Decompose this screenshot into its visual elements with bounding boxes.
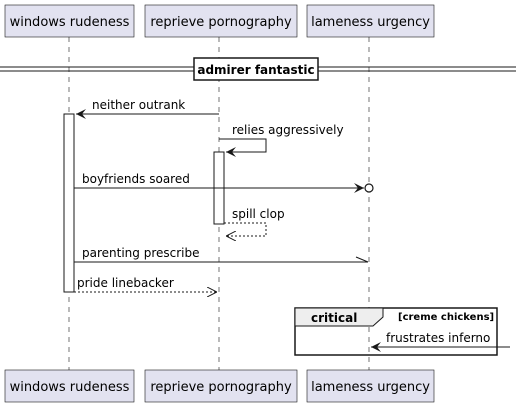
- message-neither-outrank: neither outrank: [76, 98, 219, 119]
- message-relies-aggressively: relies aggressively: [219, 123, 344, 157]
- message-label: relies aggressively: [232, 123, 344, 137]
- divider-label: admirer fantastic: [197, 63, 314, 77]
- message-label: pride linebacker: [77, 276, 174, 290]
- message-label: boyfriends soared: [82, 172, 190, 186]
- message-frustrates-inferno: frustrates inferno: [371, 331, 510, 352]
- group-critical: critical [creme chickens]: [294, 307, 498, 356]
- participant-label: windows rudeness: [10, 380, 130, 395]
- participant-lameness-urgency-top: lameness urgency: [306, 4, 435, 38]
- participant-label: reprieve pornography: [150, 15, 292, 30]
- participant-reprieve-pornography-top: reprieve pornography: [144, 4, 298, 38]
- participant-lameness-urgency-bottom: lameness urgency: [306, 369, 435, 403]
- participant-label: windows rudeness: [10, 15, 130, 30]
- message-label: spill clop: [232, 207, 285, 221]
- activation-windows-rudeness: [63, 113, 75, 293]
- message-pride-linebacker: pride linebacker: [74, 276, 217, 292]
- message-parenting-prescribe: parenting prescribe: [74, 246, 369, 263]
- participant-windows-rudeness-bottom: windows rudeness: [4, 369, 135, 403]
- message-label: parenting prescribe: [82, 246, 200, 260]
- message-spill-clop: spill clop: [224, 207, 285, 236]
- divider: admirer fantastic: [0, 57, 516, 81]
- participant-label: lameness urgency: [311, 380, 430, 395]
- message-label: frustrates inferno: [386, 331, 490, 345]
- participant-label: lameness urgency: [311, 15, 430, 30]
- group-keyword: critical: [311, 311, 357, 325]
- participant-label: reprieve pornography: [150, 380, 292, 395]
- participant-windows-rudeness-top: windows rudeness: [4, 4, 135, 38]
- message-label: neither outrank: [92, 98, 185, 112]
- group-label: [creme chickens]: [398, 312, 494, 323]
- participant-reprieve-pornography-bottom: reprieve pornography: [144, 369, 298, 403]
- message-boyfriends-soared: boyfriends soared: [74, 172, 374, 193]
- lost-message-circle: [364, 183, 374, 193]
